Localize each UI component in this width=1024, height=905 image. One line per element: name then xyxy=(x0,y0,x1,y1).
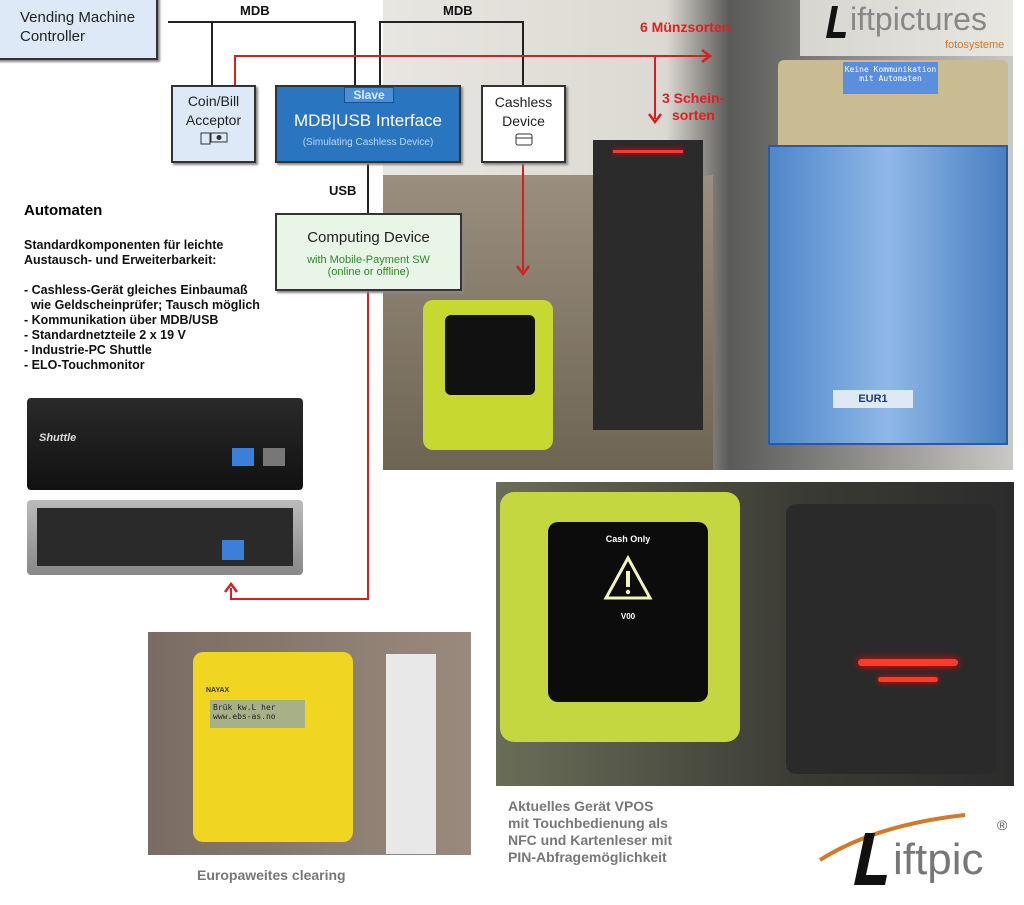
intro-line-1: Standardkomponenten für leichte xyxy=(24,238,224,252)
vpos-reader-photo: Cash Only V00 xyxy=(496,482,1014,786)
mdb-label-right: MDB xyxy=(443,3,473,18)
note-types-label-2: sorten xyxy=(672,107,715,123)
shuttle-brand: Shuttle xyxy=(39,432,77,444)
usb-label: USB xyxy=(329,183,357,198)
watermark-text: iftpictures xyxy=(850,1,987,37)
coin-bill-label: Coin/Bill Acceptor xyxy=(185,93,242,128)
nayax-screen: Brük kw.L her www.ebs-as.no xyxy=(210,700,305,728)
money-icon xyxy=(200,132,227,145)
logo-text: iftpic xyxy=(893,835,984,884)
shuttle-pc-front-photo: Shuttle xyxy=(27,398,303,490)
computing-title: Computing Device xyxy=(307,229,430,246)
arrow-up-icon xyxy=(224,582,238,593)
bullet: - ELO-Touchmonitor xyxy=(24,358,145,372)
shuttle-pc-back-photo xyxy=(27,500,303,575)
caption-vpos-1: Aktuelles Gerät VPOS xyxy=(508,798,654,814)
nayax-brand: NAYAX xyxy=(206,687,230,694)
slave-tab: Slave xyxy=(344,87,394,103)
arrow-right-icon xyxy=(701,49,712,63)
coin-bill-acceptor-box: Coin/Bill Acceptor xyxy=(171,85,256,163)
machine-label: EUR1 xyxy=(833,390,913,408)
bullet: - Cashless-Gerät gleiches Einbaumaß xyxy=(24,283,248,297)
intro-line-2: Austausch- und Erweiterbarkeit: xyxy=(24,253,217,267)
liftpictures-watermark: iftpictures fotosysteme xyxy=(800,0,1013,56)
note-types-label-1: 3 Schein- xyxy=(662,90,725,106)
warning-icon xyxy=(603,554,653,600)
bullet: - Industrie-PC Shuttle xyxy=(24,343,152,357)
vpos-screen-title: Cash Only xyxy=(605,534,651,544)
bullet: - Standardnetzteile 2 x 19 V xyxy=(24,328,186,342)
cashless-label: Cashless Device xyxy=(494,94,553,129)
watermark-l-icon xyxy=(826,6,846,38)
mdb-label-left: MDB xyxy=(240,3,270,18)
caption-vpos-3: NFC und Kartenleser mit xyxy=(508,832,673,848)
computing-sub1: with Mobile-Payment SW xyxy=(307,254,430,266)
logo-registered: ® xyxy=(997,817,1008,833)
cashless-device-box: Cashless Device xyxy=(481,85,566,163)
caption-vpos-4: PIN-Abfragemöglichkeit xyxy=(508,849,667,865)
watermark-sub: fotosysteme xyxy=(945,39,1005,51)
logo-swoosh-icon xyxy=(818,813,966,862)
card-reader-icon xyxy=(515,133,532,146)
bullet: - Kommunikation über MDB/USB xyxy=(24,313,219,327)
nayax-reader-photo: NAYAX Brük kw.L her www.ebs-as.no xyxy=(148,632,471,855)
machine-display: Keine Kommunikation mit Automaten xyxy=(843,62,938,94)
coin-types-label: 6 Münzsorten xyxy=(640,19,731,35)
caption-vpos-2: mit Touchbedienung als xyxy=(508,815,668,831)
interface-title: MDB|USB Interface xyxy=(293,111,443,130)
arrow-down-icon xyxy=(648,113,662,124)
vending-machine-controller-box: Vending Machine Controller xyxy=(0,0,158,60)
mdb-usb-interface-box: Slave MDB|USB Interface (Simulating Cash… xyxy=(275,85,461,163)
bullet: wie Geldscheinprüfer; Tausch möglich xyxy=(24,298,260,312)
liftpic-logo: iftpic ® xyxy=(815,805,1015,895)
caption-clearing: Europaweites clearing xyxy=(197,867,346,883)
computing-sub2: (online or offline) xyxy=(327,266,410,278)
vpos-screen-code: V00 xyxy=(620,612,636,621)
computing-device-box: Computing Device with Mobile-Payment SW … xyxy=(275,213,462,291)
automaten-heading: Automaten xyxy=(24,202,103,219)
arrow-down-icon xyxy=(516,265,530,276)
logo-l-icon xyxy=(854,833,887,885)
vending-machine-photo: Keine Kommunikation mit Automaten EUR1 xyxy=(383,0,1013,470)
interface-subtitle: (Simulating Cashless Device) xyxy=(302,137,434,148)
vmc-label: Vending Machine Controller xyxy=(20,9,136,45)
